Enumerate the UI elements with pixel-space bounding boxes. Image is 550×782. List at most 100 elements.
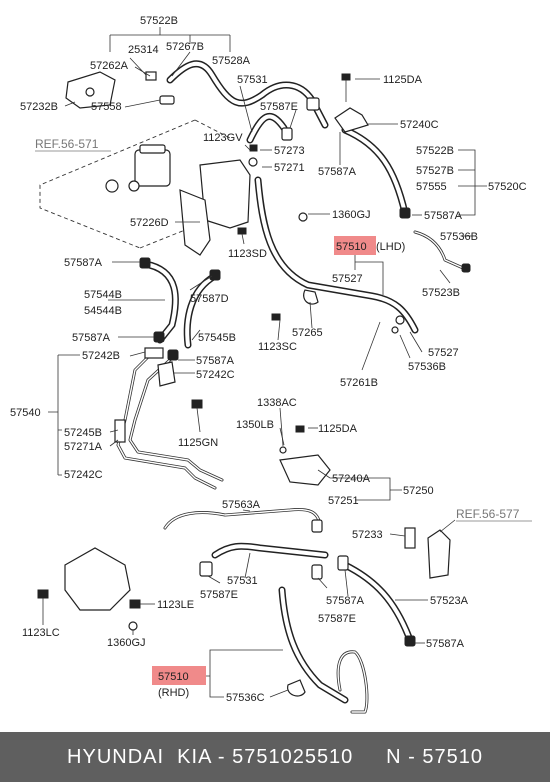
bolt-1125GN — [191, 399, 203, 409]
label-57531-top: 57531 — [237, 74, 268, 86]
heat-shield — [64, 547, 131, 611]
label-57523A: 57523A — [430, 595, 469, 607]
label-1123GV: 1123GV — [203, 132, 243, 144]
label-57536C: 57536C — [226, 692, 265, 704]
label-57536B-top: 57536B — [440, 231, 478, 243]
label-57540: 57540 — [10, 407, 41, 419]
bolt-1123LC — [37, 589, 49, 615]
label-57587E-bottom-2: 57587E — [318, 613, 356, 625]
label-57527-r: 57527 — [428, 347, 459, 359]
label-57250: 57250 — [403, 485, 434, 497]
label-57265: 57265 — [292, 327, 323, 339]
hose-57523A — [341, 561, 414, 644]
label-57271A: 57271A — [64, 441, 103, 453]
label-57587A-l3: 57587A — [196, 355, 235, 367]
hose-57522B-right — [341, 126, 409, 217]
label-1123LC: 1123LC — [22, 627, 60, 639]
pump-57226D — [179, 159, 251, 256]
pipe-57510-rhd — [278, 586, 369, 714]
hose-57531-top — [246, 112, 288, 144]
label-57273: 57273 — [274, 145, 305, 157]
fitting-57273 — [248, 144, 258, 167]
label-57520C: 57520C — [488, 181, 527, 193]
bracket-ref-56-577 — [427, 529, 451, 579]
label-57267B: 57267B — [166, 41, 204, 53]
label-57587E-bottom-1: 57587E — [200, 589, 238, 601]
reservoir — [105, 144, 171, 193]
label-57587E-top: 57587E — [260, 101, 298, 113]
footer-brand-part-number: HYUNDAI KIA - 5751025510 — [67, 746, 354, 768]
highlight-57510-lhd — [334, 236, 376, 255]
label-57531-bottom: 57531 — [227, 575, 258, 587]
label-1123LE: 1123LE — [157, 599, 194, 611]
label-57232B: 57232B — [20, 101, 58, 113]
label-1125GN: 1125GN — [178, 437, 218, 449]
label-57587A-l1: 57587A — [64, 257, 103, 269]
part-number-footer: HYUNDAI KIA - 5751025510 N - 57510 — [0, 732, 550, 782]
clip-57536C — [287, 679, 306, 697]
label-57242C-bottom: 57242C — [64, 469, 103, 481]
bracket-57232B — [65, 71, 116, 109]
label-57261B: 57261B — [340, 377, 378, 389]
label-57587A-r1: 57587A — [318, 166, 357, 178]
bolt-1125DA-top — [341, 73, 351, 102]
label-1360GJ-top: 1360GJ — [332, 209, 371, 221]
label-57240A: 57240A — [332, 473, 371, 485]
label-57536B-mid: 57536B — [408, 361, 446, 373]
label-1123SC: 1123SC — [258, 341, 297, 353]
pipe-57510-lhd — [254, 176, 419, 334]
footer-catalog-code: N - 57510 — [386, 746, 483, 768]
label-57587A-b1: 57587A — [326, 595, 365, 607]
label-57523B: 57523B — [422, 287, 460, 299]
label-57545B: 57545B — [198, 332, 236, 344]
label-57563A: 57563A — [222, 499, 261, 511]
bracket-57242C-top — [157, 361, 176, 387]
label-1338AC: 1338AC — [257, 397, 297, 409]
clip-57563A-end — [311, 519, 323, 533]
bolt-1123LE — [128, 599, 141, 631]
label-1125DA-mid: 1125DA — [318, 423, 358, 435]
label-25314: 25314 — [128, 44, 159, 56]
label-57245B: 57245B — [64, 427, 102, 439]
label-57528A: 57528A — [212, 55, 251, 67]
reservoir-dashed-outline-2 — [139, 227, 191, 249]
tube-57540-cooler — [116, 353, 224, 490]
hose-57544B — [141, 260, 179, 344]
clamp-57240C — [334, 107, 369, 133]
ref-56-577[interactable]: REF.56-577 — [456, 507, 520, 521]
label-lhd-tag: (LHD) — [376, 241, 405, 253]
label-54544B: 54544B — [84, 305, 122, 317]
tube-57563A — [163, 508, 322, 530]
tube-57523B — [413, 230, 465, 270]
label-57544B: 57544B — [84, 289, 122, 301]
label-57527B: 57527B — [416, 165, 454, 177]
label-1350LB: 1350LB — [236, 419, 274, 431]
footer-spacer — [353, 746, 386, 768]
label-57527-mid: 57527 — [332, 273, 363, 285]
power-steering-hose-diagram: REF.56-571 REF.56-577 57522B 25314 57267… — [10, 15, 532, 714]
label-57522B-right: 57522B — [416, 145, 454, 157]
bolt-1123SD — [237, 227, 247, 245]
bracket-57242B — [144, 347, 164, 359]
clip-57587E-top — [281, 97, 320, 141]
ref-56-571[interactable]: REF.56-571 — [35, 137, 99, 151]
label-57251: 57251 — [328, 495, 359, 507]
bracket-57245B — [114, 419, 126, 443]
label-1125DA-top: 1125DA — [383, 74, 423, 86]
clip-57587A-right — [399, 207, 471, 273]
label-57262A: 57262A — [90, 60, 129, 72]
label-57587D: 57587D — [190, 293, 229, 305]
label-57587A-r2: 57587A — [424, 210, 463, 222]
clip-57587E-bottom — [199, 555, 416, 647]
label-57522B-top: 57522B — [140, 15, 178, 27]
washer-1360GJ-top — [298, 212, 308, 222]
label-rhd-tag: (RHD) — [158, 687, 189, 699]
clamp-57558 — [159, 95, 175, 105]
label-57558: 57558 — [91, 101, 122, 113]
label-57510-lhd: 57510 — [336, 241, 367, 253]
bracket-57233 — [404, 527, 416, 549]
label-1360GJ-bottom: 1360GJ — [107, 637, 146, 649]
label-57242C-top: 57242C — [196, 369, 235, 381]
label-57233: 57233 — [352, 529, 383, 541]
label-57226D: 57226D — [130, 217, 169, 229]
